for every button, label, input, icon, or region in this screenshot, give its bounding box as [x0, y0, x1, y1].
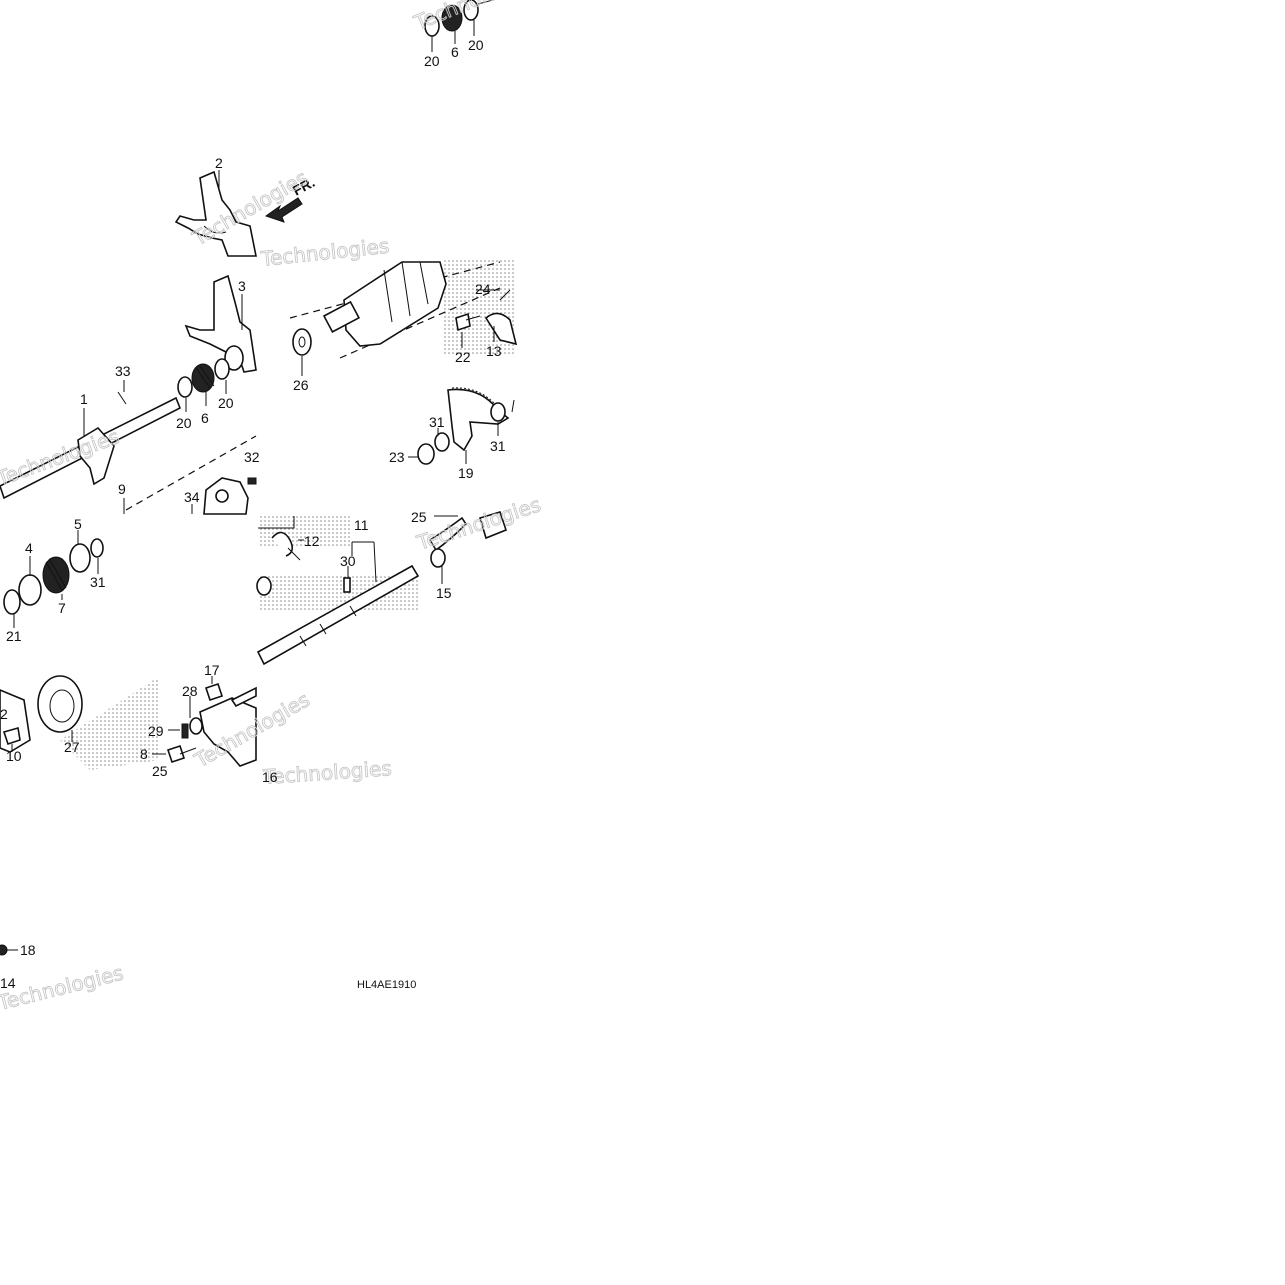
callout-label: 20: [468, 37, 484, 53]
figure-code: HL4AE1910: [357, 979, 416, 991]
watermark-text: Technologies: [259, 234, 390, 271]
callout-label: 16: [262, 769, 278, 785]
circlip-31: [90, 538, 104, 558]
callout-label: 31: [490, 438, 506, 454]
watermark-text: Technologies: [0, 960, 126, 1015]
shift-drum: [343, 261, 447, 347]
bolt-10: [2, 726, 21, 746]
callout-label: 12: [304, 533, 320, 549]
callout-label: 34: [184, 489, 200, 505]
watermark-text: Technologies: [413, 492, 544, 555]
callout-label: 17: [204, 662, 220, 678]
washer-5: [69, 543, 91, 573]
callout-label: 20: [218, 395, 234, 411]
callout-label: 21: [6, 628, 22, 644]
top-collar-parts: [424, 0, 495, 37]
callout-label: 6: [201, 410, 209, 426]
spring-7: [42, 556, 70, 594]
gearshift-spindle-tile: Technologies: [256, 492, 544, 666]
shift-fork-2: [174, 170, 257, 257]
callout-label: 27: [64, 739, 80, 755]
callout-label: 31: [429, 414, 445, 430]
clutch-parts-tile: [3, 530, 104, 628]
callout-label: 6: [451, 44, 459, 60]
front-direction-arrow-icon: [264, 197, 303, 223]
callout-label: 22: [455, 349, 471, 365]
washer-26: [292, 328, 312, 356]
callout-label: 8: [140, 746, 148, 762]
callout-label: 14: [0, 975, 16, 991]
callout-label: 32: [244, 449, 260, 465]
callout-labels: 20 6 20 2 3 33 1 20 6 20 9 34 32 24 22 1…: [0, 37, 506, 991]
bottom-tile: Technologies: [0, 944, 126, 1016]
gearshift-spindle-11: [256, 564, 420, 666]
callout-label: 23: [389, 449, 405, 465]
callout-label: 9: [118, 481, 126, 497]
callout-label: 11: [354, 517, 369, 533]
callout-label: 10: [6, 748, 22, 764]
washer-4: [18, 574, 42, 606]
bolt-22: [455, 312, 471, 332]
callout-label: 20: [424, 53, 440, 69]
callout-label: 18: [20, 942, 36, 958]
callout-label: 30: [340, 553, 356, 569]
callout-label: 2: [215, 155, 223, 171]
callout-label: 29: [148, 723, 164, 739]
torsion-spring-25: [428, 516, 468, 552]
bearing-tile: [0, 675, 160, 770]
callout-label: 1: [80, 391, 88, 407]
callout-label: 33: [115, 363, 131, 379]
callout-label: 7: [58, 600, 66, 616]
washer-15: [430, 548, 446, 568]
callout-label: 25: [152, 763, 168, 779]
callout-label: 26: [293, 377, 309, 393]
gearshift-arm-tile: [408, 387, 515, 465]
callout-label: 5: [74, 516, 82, 532]
return-spring-12: [271, 531, 294, 557]
callout-label: 24: [475, 281, 491, 297]
collar-17: [204, 682, 224, 702]
bolt-8: [166, 744, 186, 764]
watermark-text: Technologies: [262, 756, 393, 789]
callout-label: 28: [182, 683, 198, 699]
callout-label: 19: [458, 465, 474, 481]
shift-drum-tile: Technologies: [259, 233, 518, 376]
callout-label: 31: [90, 574, 106, 590]
bearing-27: [37, 675, 83, 733]
callout-label: 20: [176, 415, 192, 431]
callout-label: 25: [411, 509, 427, 525]
callout-label: 15: [436, 585, 452, 601]
callout-label: 4: [25, 540, 33, 556]
callout-label: 2: [0, 706, 8, 722]
callout-label: 3: [238, 278, 246, 294]
callout-label: 13: [486, 343, 502, 359]
